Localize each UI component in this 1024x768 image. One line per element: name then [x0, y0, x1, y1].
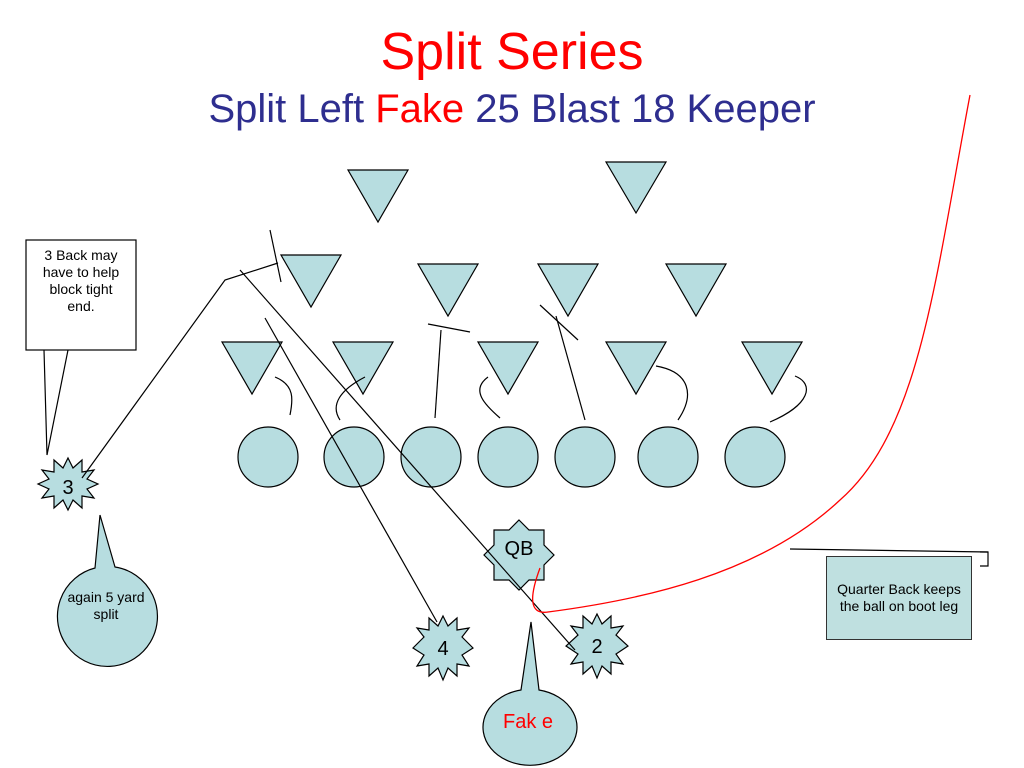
offense-lineman-7 — [724, 426, 786, 488]
block-line-2 — [335, 376, 366, 421]
defender-dl-2 — [331, 341, 395, 396]
back-3-block-mark — [269, 229, 282, 283]
defender-dl-5 — [740, 341, 804, 396]
block-note-box — [25, 239, 137, 351]
back-3-label: 3 — [62, 477, 74, 499]
back-4-star — [412, 614, 474, 682]
block-line-1 — [274, 376, 293, 416]
block-mark-3 — [427, 323, 471, 333]
back-4-route — [264, 317, 438, 623]
qb-label: QB — [504, 538, 534, 560]
block-line-5 — [555, 315, 586, 421]
split-note-bubble — [56, 514, 159, 667]
defender-dl-4 — [604, 341, 668, 396]
defender-safety-right — [604, 161, 668, 215]
qb-star — [483, 519, 555, 591]
split-note-text: again 5 yard split — [67, 589, 145, 622]
block-note-text: 3 Back may have to help block tight end. — [42, 247, 120, 314]
block-line-7 — [769, 375, 807, 423]
back-4-label: 4 — [437, 638, 449, 660]
back-2-route — [239, 269, 576, 651]
block-note-pointer — [43, 349, 69, 456]
offense-lineman-5 — [554, 426, 616, 488]
fake-note-bubble — [482, 621, 578, 766]
block-line-6 — [655, 365, 688, 421]
qb-note-tick — [980, 551, 989, 567]
slide-title: Split Series — [380, 23, 644, 81]
block-line-4 — [479, 376, 501, 419]
qb-route — [531, 94, 971, 613]
slide-subtitle: Split Left Fake 25 Blast 18 Keeper — [0, 84, 1024, 134]
block-mark-5 — [539, 304, 579, 341]
subtitle-play: 25 Blast 18 Keeper — [475, 87, 816, 131]
offense-lineman-4 — [477, 426, 539, 488]
qb-note-pointer — [789, 548, 989, 553]
defender-lb-3 — [536, 263, 600, 318]
back-2-label: 2 — [591, 636, 603, 658]
back-3-star — [36, 456, 100, 512]
defender-dl-1 — [220, 341, 284, 396]
offense-lineman-1 — [237, 426, 299, 488]
defender-dl-3 — [476, 341, 540, 396]
subtitle-fake: Fake — [375, 87, 465, 131]
offense-lineman-3 — [400, 426, 462, 488]
defender-lb-2 — [416, 263, 480, 318]
subtitle-formation: Split Left — [208, 87, 365, 131]
back-3-route — [81, 262, 279, 479]
block-line-3 — [434, 329, 442, 419]
offense-lineman-2 — [323, 426, 385, 488]
offense-lineman-6 — [637, 426, 699, 488]
back-2-star — [565, 612, 629, 680]
qb-keeper-note: Quarter Back keeps the ball on boot leg — [826, 556, 972, 640]
defender-lb-4 — [664, 263, 728, 318]
fake-note-text: Fak e — [502, 711, 554, 733]
defender-lb-1 — [279, 254, 343, 309]
defender-safety-left — [346, 169, 410, 224]
qb-keeper-note-text: Quarter Back keeps the ball on boot leg — [837, 581, 961, 614]
